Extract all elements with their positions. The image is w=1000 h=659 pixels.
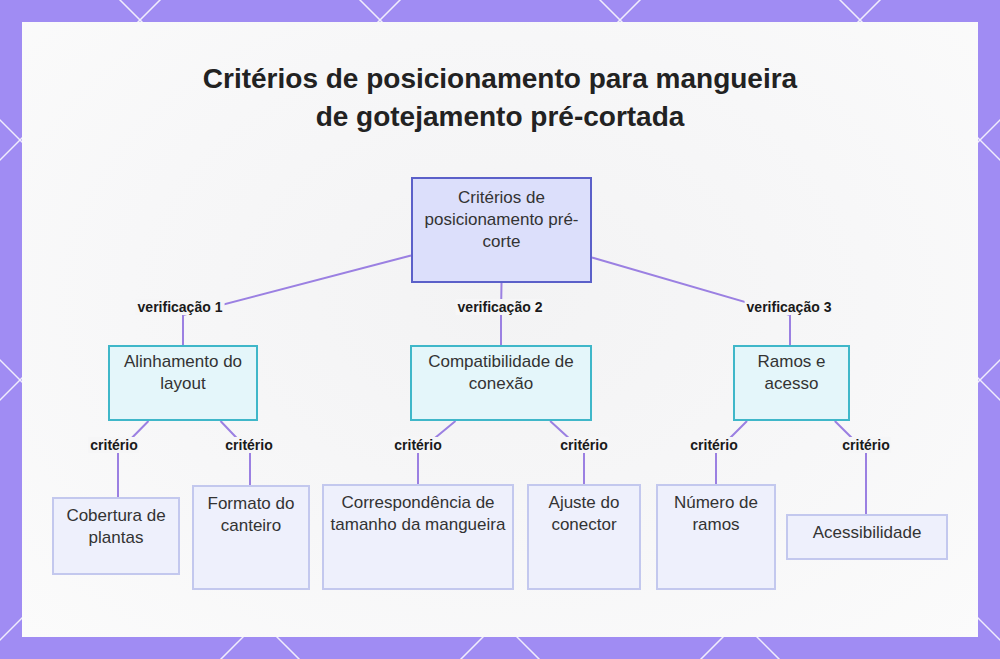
criterion-box: Correspondência de tamanho da mangueira xyxy=(322,484,514,590)
criterion-box: Cobertura de plantas xyxy=(52,497,180,575)
edge-label: verificação 1 xyxy=(136,299,225,315)
check-box: Compatibilidade de conexão xyxy=(410,345,592,421)
node-text: Ramos e acesso xyxy=(741,351,842,395)
edge-label: verificação 3 xyxy=(745,299,834,315)
node-text: Compatibilidade de conexão xyxy=(418,351,584,395)
criterion-box: Número de ramos xyxy=(656,484,776,590)
check-box: Ramos e acesso xyxy=(733,345,850,421)
edge-label: critério xyxy=(688,437,739,453)
connector-line xyxy=(118,421,149,497)
node-text: Formato do canteiro xyxy=(200,493,302,537)
connector-line xyxy=(835,421,866,514)
node-text: Cobertura de plantas xyxy=(60,505,172,549)
node-text: Correspondência de tamanho da mangueira xyxy=(330,492,506,536)
criterion-box: Formato do canteiro xyxy=(192,485,310,590)
node-text: Número de ramos xyxy=(664,492,768,536)
node-text: Critérios de posicionamento pré-corte xyxy=(419,187,584,253)
connector-line xyxy=(221,421,251,485)
edge-label: critério xyxy=(392,437,443,453)
edge-label: critério xyxy=(558,437,609,453)
edge-label: critério xyxy=(223,437,274,453)
edge-label: critério xyxy=(840,437,891,453)
node-text: Alinhamento do layout xyxy=(116,351,250,395)
criterion-box: Acessibilidade xyxy=(786,514,948,560)
edge-label: verificação 2 xyxy=(456,299,545,315)
diagram-title: Critérios de posicionamento para manguei… xyxy=(200,60,800,136)
node-text: Acessibilidade xyxy=(794,522,940,544)
node-text: Ajuste do conector xyxy=(535,492,633,536)
criterion-box: Ajuste do conector xyxy=(527,484,641,590)
root-box: Critérios de posicionamento pré-corte xyxy=(411,177,592,283)
edge-label: critério xyxy=(88,437,139,453)
check-box: Alinhamento do layout xyxy=(108,345,258,421)
